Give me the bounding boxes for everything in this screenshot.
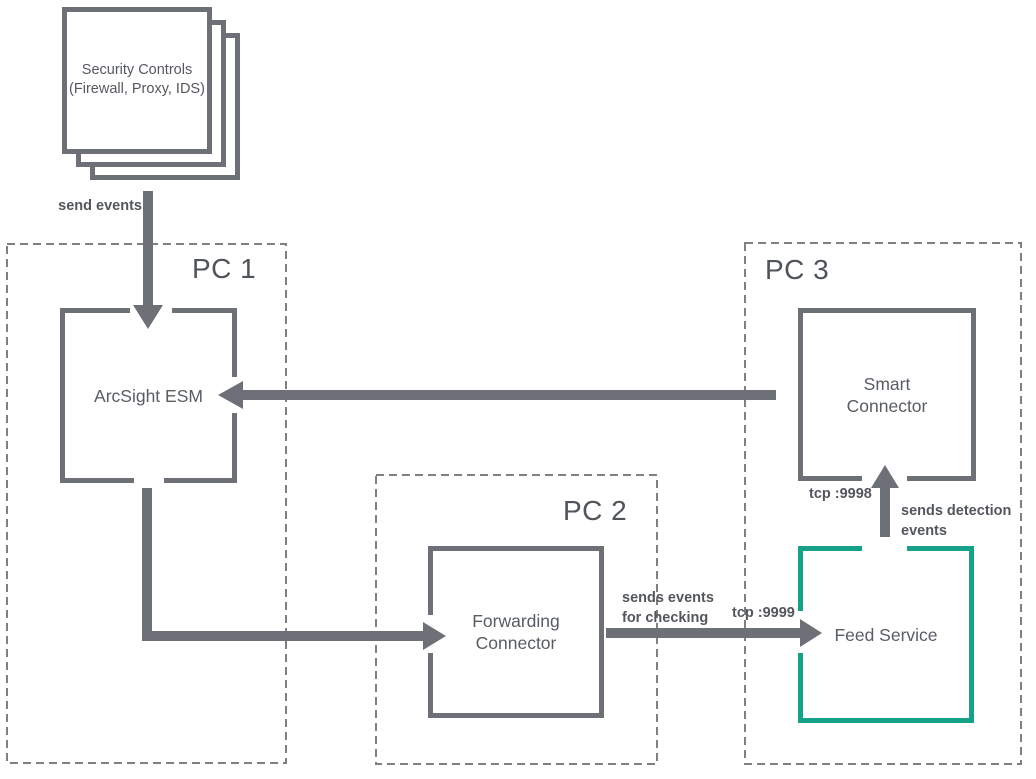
tcp-9998-port-label: tcp :9998 (809, 486, 872, 502)
forwarding-connector-label-line2: Connector (475, 633, 557, 653)
pc2-group-box (375, 474, 658, 765)
arrow-security-to-esm (133, 191, 163, 329)
pc2-group-label: PC 2 (563, 495, 628, 526)
feed-service-label: Feed Service (798, 546, 974, 723)
arrow-forwarding-to-feed (606, 619, 822, 647)
sends-detection-line2: events (901, 522, 947, 539)
smart-connector-node-box (798, 308, 976, 481)
smart-connector-label-line1: Smart (863, 373, 911, 394)
sends-events-line1: sends events (622, 590, 714, 606)
feed-service-label-text: Feed Service (834, 624, 938, 645)
forwarding-connector-node-box (428, 546, 604, 718)
send-events-label: send events (58, 198, 142, 214)
security-controls-label-line1: Security Controls (81, 62, 193, 78)
sends-detection-events-label: sends detection events (901, 502, 1011, 541)
arcsight-esm-label-text: ArcSight ESM (94, 385, 203, 406)
forwarding-connector-label-line1: Forwarding (472, 611, 560, 631)
arcsight-esm-node-box (60, 308, 237, 483)
arcsight-esm-label: ArcSight ESM (60, 308, 237, 483)
pc3-group-box (744, 242, 1022, 765)
pc1-group-label: PC 1 (192, 253, 257, 284)
arrow-smart-to-esm (218, 381, 776, 409)
security-stack-sheet-front (62, 7, 212, 154)
smart-connector-label-line2: Connector (846, 395, 928, 416)
feed-service-node-box (798, 546, 974, 723)
forwarding-connector-label: Forwarding Connector (428, 546, 604, 718)
security-controls-node: Security Controls (Firewall, Proxy, IDS) (64, 9, 210, 151)
security-controls-label-line2: (Firewall, Proxy, IDS) (69, 81, 205, 97)
smart-connector-label: Smart Connector (798, 308, 976, 481)
arrow-feed-to-smart (871, 465, 899, 537)
tcp-9999-port-label: tcp :9999 (732, 605, 795, 621)
sends-detection-line1: sends detection (901, 503, 1012, 519)
pc3-group-label: PC 3 (765, 254, 830, 285)
sends-events-line2: for checking (622, 609, 709, 626)
sends-events-for-checking-label: sends events for checking (622, 589, 714, 628)
arrow-esm-to-forwarding (142, 488, 446, 650)
pc1-group-box (6, 243, 287, 764)
